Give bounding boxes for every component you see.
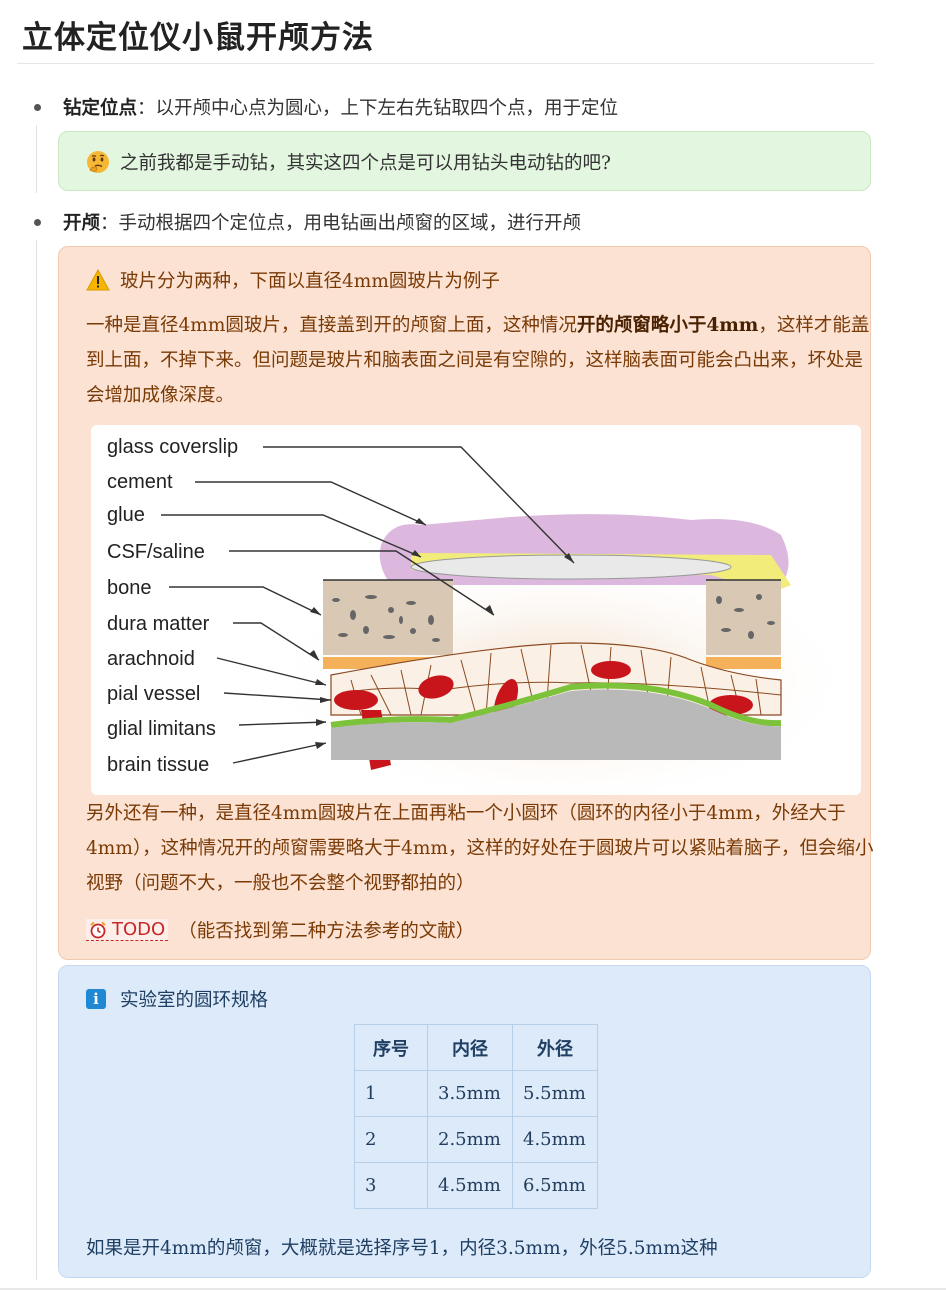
table-cell: 2.5mm	[427, 1116, 513, 1163]
bone-pores	[332, 594, 775, 642]
paragraph: 另外还有一种，是直径4mm圆玻片在上面再粘一个小圆环（圆环的内径小于4mm，外经…	[86, 803, 874, 894]
paragraph-text: 一种是直径4mm圆玻片，直接盖到开的颅窗上面，这种情况	[86, 315, 577, 336]
table-header-cell: 序号	[354, 1024, 428, 1071]
table-row: 1 3.5mm 5.5mm	[354, 1070, 598, 1117]
page-title: 立体定位仪小鼠开颅方法	[22, 20, 374, 56]
table-cell: 2	[354, 1116, 428, 1163]
figure-label: glue	[107, 504, 145, 526]
page-bottom-divider	[0, 1288, 946, 1290]
info-footer: 如果是开4mm的颅窗，大概就是选择序号1，内径3.5mm，外径5.5mm这种	[86, 1234, 718, 1260]
cranial-window-diagram: glass coverslip cement glue CSF/saline b…	[107, 436, 861, 810]
bullet-text: ：以开颅中心点为圆心，上下左右先钻取四个点，用于定位	[137, 98, 619, 119]
bullet-label: 钻定位点	[63, 98, 138, 119]
title-divider	[17, 63, 874, 64]
warning-callout: 玻片分为两种，下面以直径4mm圆玻片为例子 一种是直径4mm圆玻片，直接盖到开的…	[58, 246, 873, 960]
todo-label: TODO	[112, 919, 166, 940]
glass-coverslip	[410, 554, 732, 580]
table-cell: 1	[354, 1070, 428, 1117]
bullet-label: 开颅	[63, 213, 101, 234]
info-heading-text: 实验室的圆环规格	[120, 990, 269, 1011]
figure-label: pial vessel	[107, 683, 200, 705]
info-heading: i 实验室的圆环规格	[86, 986, 268, 1012]
info-callout: i 实验室的圆环规格 序号 内径 外径 1 3.5mm 5.5mm 2 2.5m…	[58, 965, 871, 1278]
paragraph: 一种是直径4mm圆玻片，直接盖到开的颅窗上面，这种情况开的颅窗略小于4mm，这样…	[86, 308, 876, 413]
table-header-row: 序号 内径 外径	[354, 1024, 598, 1071]
leader-lines	[161, 446, 575, 764]
bullet-dot	[34, 219, 41, 226]
note-line: 之前我都是手动钻，其实这四个点是可以用钻头电动钻的吧?	[86, 149, 611, 175]
figure-labels: glass coverslip cement glue CSF/saline b…	[107, 436, 238, 776]
ring-spec-table: 序号 内径 外径 1 3.5mm 5.5mm 2 2.5mm 4.5mm 3 4…	[354, 1024, 598, 1209]
table-header-cell: 内径	[427, 1024, 513, 1071]
bone-right	[706, 580, 781, 655]
table-cell: 4.5mm	[427, 1162, 513, 1209]
figure-label: brain tissue	[107, 754, 209, 776]
cranial-window-figure: glass coverslip cement glue CSF/saline b…	[91, 425, 861, 810]
dura-right	[706, 657, 781, 669]
table-header-cell: 外径	[512, 1024, 598, 1071]
note-text: 之前我都是手动钻，其实这四个点是可以用钻头电动钻的吧?	[120, 153, 611, 174]
figure-label: dura matter	[107, 613, 210, 635]
note-callout: 之前我都是手动钻，其实这四个点是可以用钻头电动钻的吧?	[58, 131, 871, 191]
glial-limitans	[330, 682, 782, 728]
todo-row: TODO （能否找到第二种方法参考的文献）	[86, 917, 474, 943]
figure-label: arachnoid	[107, 648, 195, 670]
todo-tag[interactable]: TODO	[86, 919, 169, 941]
todo-text: （能否找到第二种方法参考的文献）	[178, 921, 475, 942]
paragraph-bold: 开的颅窗略小于4mm	[576, 315, 759, 336]
table-cell: 5.5mm	[512, 1070, 598, 1117]
leader-arrowheads	[309, 518, 574, 749]
figure-label: CSF/saline	[107, 541, 205, 563]
bullet-thread	[36, 125, 37, 193]
table-cell: 3	[354, 1162, 428, 1209]
bullet-thread	[36, 240, 37, 1280]
figure-label: bone	[107, 577, 152, 599]
table-cell: 4.5mm	[512, 1116, 598, 1163]
warning-heading: 玻片分为两种，下面以直径4mm圆玻片为例子	[86, 267, 500, 293]
table-cell: 6.5mm	[512, 1162, 598, 1209]
figure-label: cement	[107, 471, 173, 493]
paragraph-text: ，这样才能盖到上面，不掉下来。但问题是玻片和脑表面之间是有空隙的，这样脑表面可能…	[86, 315, 870, 406]
info-icon: i	[86, 989, 106, 1009]
warning-heading-text: 玻片分为两种，下面以直径4mm圆玻片为例子	[120, 271, 500, 292]
alarm-clock-icon	[90, 921, 106, 938]
figure-label: glial limitans	[107, 718, 216, 740]
bullet-dot	[34, 104, 41, 111]
figure-label: glass coverslip	[107, 436, 238, 458]
thinking-face-icon	[87, 151, 109, 173]
brain-tissue	[331, 689, 781, 760]
table-cell: 3.5mm	[427, 1070, 513, 1117]
table-row: 3 4.5mm 6.5mm	[354, 1162, 598, 1209]
bullet-text: ：手动根据四个定位点，用电钻画出颅窗的区域，进行开颅	[100, 213, 582, 234]
info-footer-text: 如果是开4mm的颅窗，大概就是选择序号1，内径3.5mm，外径5.5mm这种	[86, 1238, 718, 1259]
warning-icon	[86, 269, 110, 291]
table-row: 2 2.5mm 4.5mm	[354, 1116, 598, 1163]
